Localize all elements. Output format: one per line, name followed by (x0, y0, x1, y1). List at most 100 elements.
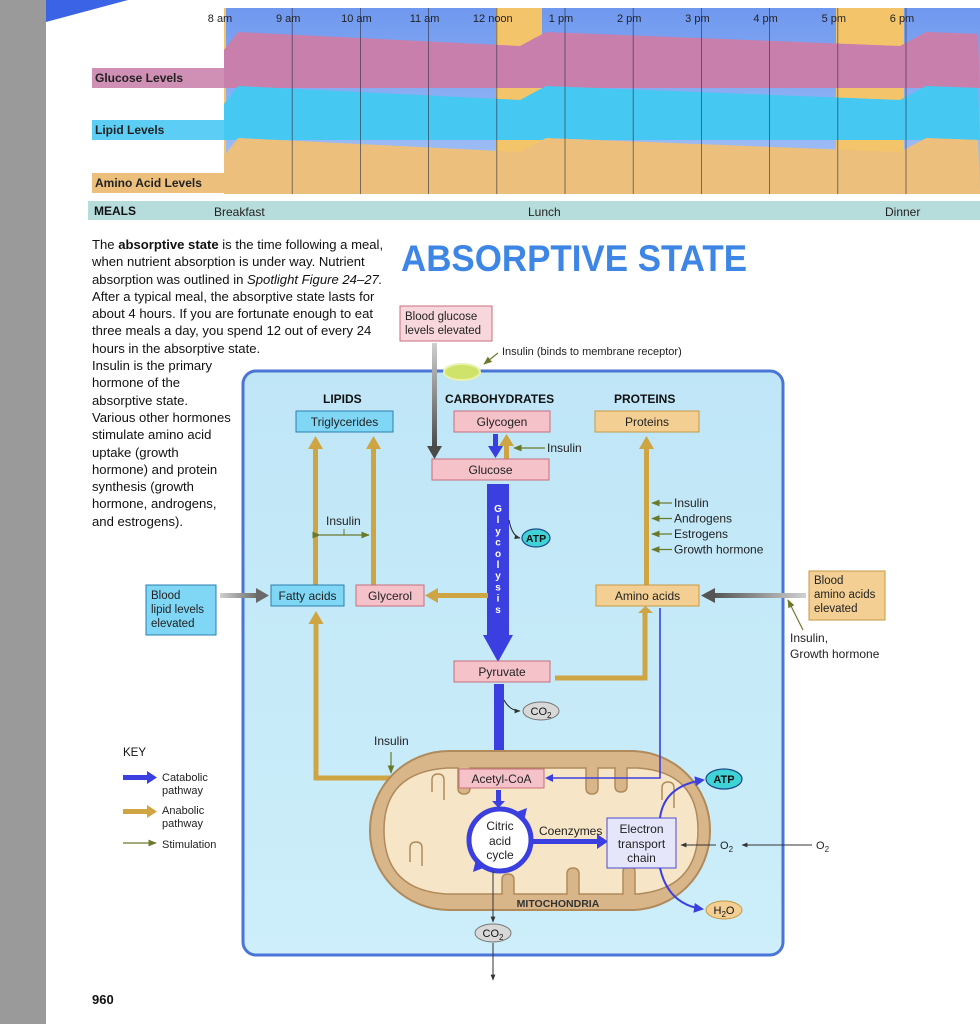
pyruvate-co2-label: CO2 (531, 706, 553, 720)
blood-glucose-line1: Blood glucose (405, 311, 477, 323)
triglycerides-box (295, 410, 394, 433)
hour-label: 4 pm (753, 13, 777, 25)
blood-glucose-box (399, 305, 493, 342)
etc-atp-badge (705, 768, 743, 790)
amino-acids-label: Amino acids (615, 589, 680, 603)
glycogen-box (453, 410, 551, 433)
legend-catabolic-head (147, 771, 157, 784)
blood-lipid-line1: Blood (151, 590, 180, 602)
blood-lipid-entry-head (256, 588, 269, 603)
receptor-pointer (483, 352, 499, 365)
legend-stimulation-label: Stimulation (162, 839, 216, 851)
citric-cycle-arrow-bottom (473, 859, 486, 872)
blood-glucose-line2: levels elevated (405, 325, 481, 337)
glycolysis-letter: l (497, 560, 500, 571)
etc-line1: Electron (619, 822, 663, 836)
mitochondrion-crista-left (409, 841, 423, 866)
glycerol-box (355, 584, 425, 607)
citric-to-etc-head (597, 834, 608, 849)
meals-label: MEALS (94, 204, 136, 218)
acetyl-to-citric-head (492, 801, 505, 808)
etc-atp-label: ATP (713, 774, 734, 786)
blood-lipid-line2: lipid levels (151, 604, 204, 616)
hour-label: 11 am (410, 13, 440, 25)
glucose-row-label: Glucose Levels (95, 71, 183, 85)
citric-co2-label: CO2 (483, 928, 505, 942)
hour-label: 6 pm (890, 13, 914, 25)
insulin-receptor-label: Insulin (binds to membrane receptor) (502, 346, 682, 358)
lipid-level-band (224, 86, 980, 140)
etc-to-atp-curve (659, 776, 705, 819)
glycogen-anabolic-arrowhead (499, 434, 514, 446)
protein-hormone-label: Insulin (674, 496, 709, 510)
timeline-corner-flag (46, 0, 128, 22)
pyruvate-co2-curve (503, 699, 521, 714)
amino-to-acetyl-head (545, 774, 553, 782)
blood-lipid-entry-arrow (220, 593, 258, 598)
page-number: 960 (92, 992, 114, 1007)
glucose-level-band (224, 32, 980, 88)
amino-hormone-line1: Insulin, (790, 631, 828, 645)
acetyl-to-fatty-acid-head (308, 611, 324, 624)
glucose-entry-arrowhead (427, 446, 442, 459)
glucose-to-glycerol-head (425, 588, 438, 603)
glycogen-label: Glycogen (477, 415, 528, 429)
citric-line2: acid (489, 834, 511, 848)
amino-row-label: Amino Acid Levels (95, 176, 202, 190)
proteins-box (594, 410, 700, 433)
pyruvate-co2-badge (522, 701, 560, 721)
amino-hormone-stim (787, 599, 804, 631)
etc-line2: transport (618, 837, 666, 851)
legend-anabolic-line1: Anabolic (162, 805, 205, 817)
intro-p2: Insulin is the primary hormone of the ab… (92, 358, 231, 529)
citric-line1: Citric (486, 819, 513, 833)
hour-label: 1 pm (549, 13, 573, 25)
glycolysis-letter: l (497, 515, 500, 526)
legend-anabolic-head (147, 805, 157, 818)
fatty-acids-label: Fatty acids (278, 589, 336, 603)
pyruvate-to-acetyl-arrow (494, 684, 504, 756)
pyruvate-to-amino-path (555, 610, 648, 681)
hour-label: 8 am (208, 13, 232, 25)
meal-highlight-breakfast (224, 8, 226, 194)
glucose-row-label-bg (92, 68, 224, 88)
blood-amino-line3: elevated (814, 603, 857, 615)
hour-label: 9 am (276, 13, 300, 25)
h2o-label: H2O (714, 905, 735, 919)
glycogen-anabolic-arrow (504, 444, 509, 459)
blood-lipid-box (145, 584, 217, 636)
amino-hormone-line2: Growth hormone (790, 647, 880, 661)
glycolysis-letter: c (495, 538, 501, 549)
glycerol-up-head (366, 436, 381, 449)
blood-amino-entry-head (701, 588, 715, 603)
legend-catabolic-swatch (123, 775, 149, 780)
glucose-box (431, 458, 550, 481)
amino-to-protein-head (639, 436, 654, 449)
glycerol-label: Glycerol (368, 589, 412, 603)
fatty-acid-up-shaft (313, 448, 318, 585)
amino-acids-box (595, 584, 700, 607)
blood-amino-box (808, 570, 886, 621)
lipids-header: LIPIDS (323, 392, 362, 406)
hour-label: 10 am (341, 13, 372, 25)
glucose-to-glycerol-shaft (437, 593, 488, 598)
mitochondrion-crista-mid (431, 773, 445, 800)
insulin-fatty-label: Insulin (374, 734, 409, 748)
glycolysis-letter: y (495, 526, 501, 537)
coenzymes-label: Coenzymes (539, 824, 602, 838)
glycolysis-arrowhead (483, 635, 513, 662)
glycolysis-letter: o (495, 549, 501, 560)
meal-breakfast: Breakfast (214, 205, 265, 219)
hour-label: 2 pm (617, 13, 641, 25)
glucose-label: Glucose (468, 463, 512, 477)
acetyl-to-citric-arrow (496, 790, 501, 802)
acetyl-coa-label: Acetyl-CoA (471, 772, 531, 786)
intro-figure-ref: Spotlight Figure 24–27. (247, 271, 383, 287)
protein-hormone-label: Androgens (674, 512, 732, 526)
amino-to-protein-shaft (644, 448, 649, 585)
legend-catabolic-line1: Catabolic (162, 772, 208, 784)
